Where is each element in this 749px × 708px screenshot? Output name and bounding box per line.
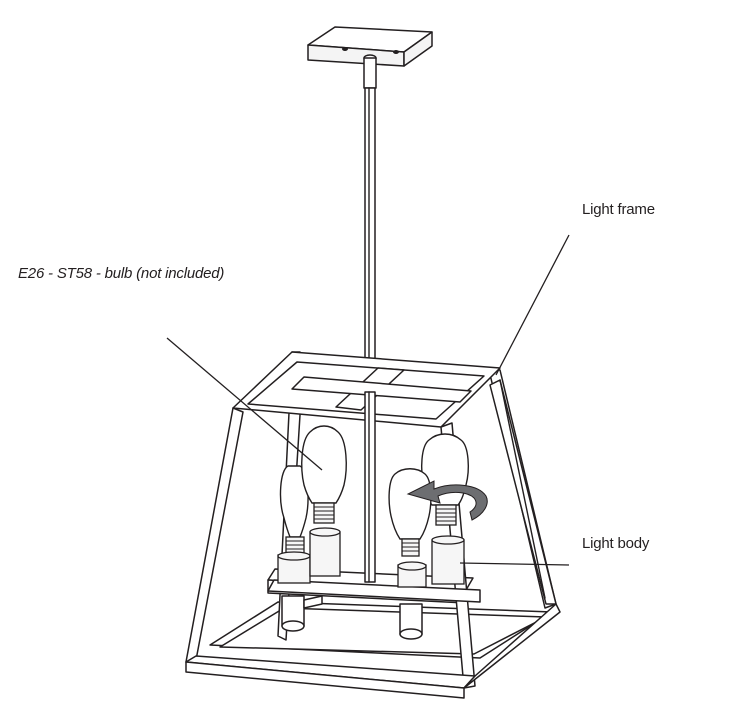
- leader-line-light-body: [459, 562, 570, 566]
- light-body-label: Light body: [582, 535, 650, 552]
- light-frame: [185, 351, 561, 699]
- light-frame-label: Light frame: [582, 201, 655, 218]
- bulb-front-left: [301, 425, 347, 577]
- bulb-front-right: [388, 468, 432, 588]
- leader-line-bulb: [166, 337, 323, 471]
- downrod: [363, 57, 377, 369]
- bulb-label: E26 - ST58 - bulb (not included): [18, 265, 225, 282]
- curved-rotate-arrow-icon: [406, 480, 488, 521]
- bulb-back-left: [277, 465, 311, 584]
- leader-line-light-frame: [495, 234, 570, 376]
